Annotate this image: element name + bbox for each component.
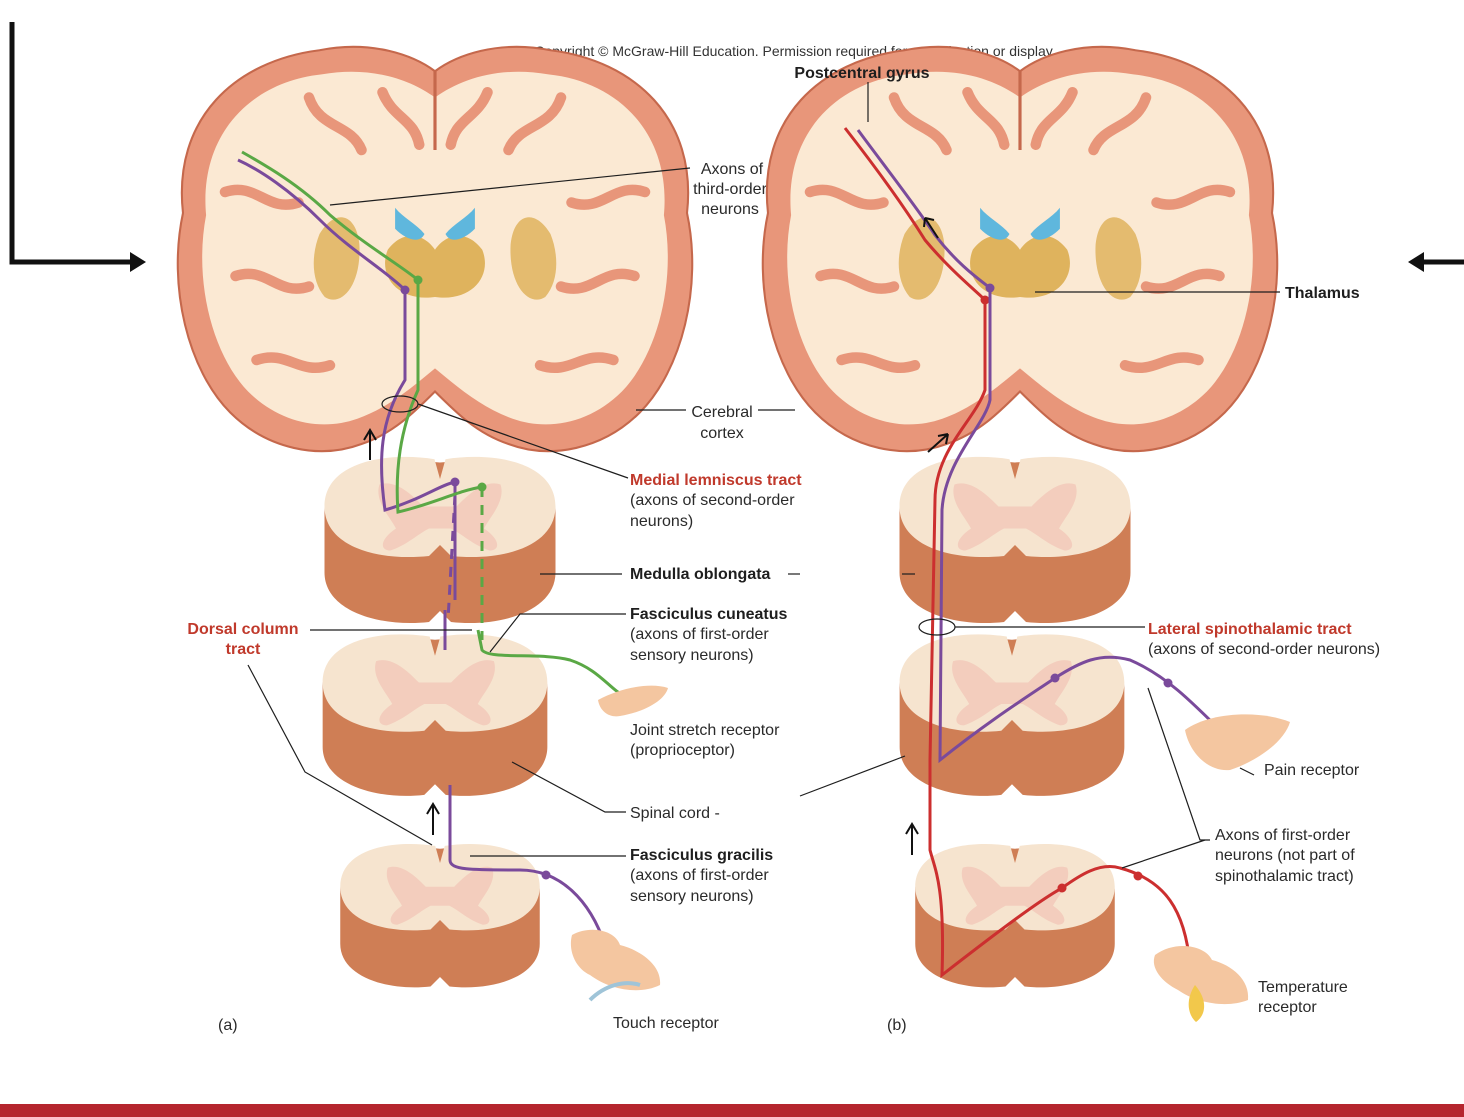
- label-joint-stretch: Joint stretch receptor: [630, 722, 780, 739]
- spinal-cord-section-a: [322, 634, 548, 796]
- up-arrow-icon: [905, 822, 919, 855]
- svg-text:(axons of second-order neurons: (axons of second-order neurons): [1148, 641, 1380, 658]
- svg-text:cortex: cortex: [700, 425, 744, 442]
- left-bracket-arrow: [9, 22, 140, 265]
- label-lateral-spinothalamic: Lateral spinothalamic tract: [1148, 621, 1352, 638]
- footer-bar: [0, 1104, 1464, 1117]
- flame-icon: [1188, 985, 1205, 1022]
- label-postcentral-gyrus: Postcentral gyrus: [794, 65, 929, 82]
- svg-text:neurons: neurons: [701, 201, 759, 218]
- svg-text:receptor: receptor: [1258, 999, 1317, 1016]
- svg-text:third-order: third-order: [693, 181, 767, 198]
- svg-text:(axons of first-order: (axons of first-order: [630, 867, 769, 884]
- medulla-section-a: [324, 456, 556, 624]
- foot-icon: [1153, 945, 1249, 1005]
- foot-icon: [570, 929, 661, 991]
- label-medulla-oblongata: Medulla oblongata: [630, 566, 771, 583]
- purple-neuron-path-upper: [237, 158, 457, 600]
- left-arrowhead-icon: [130, 252, 146, 272]
- label-cerebral-cortex: Cerebral: [691, 404, 752, 421]
- lower-spinal-section-b: [915, 843, 1115, 988]
- panel-b: Postcentral gyrus Thalamus Lateral spino…: [763, 47, 1380, 1034]
- right-arrowhead-icon: [1408, 252, 1424, 272]
- label-pain-receptor: Pain receptor: [1264, 762, 1360, 779]
- label-temperature-receptor: Temperature: [1258, 979, 1348, 996]
- svg-text:tract: tract: [226, 641, 261, 658]
- svg-text:(axons of first-order: (axons of first-order: [630, 626, 769, 643]
- hand-icon: [1185, 714, 1290, 771]
- lower-spinal-section-a: [340, 843, 540, 988]
- up-arrow-icon: [363, 428, 377, 460]
- brain-section-b: [763, 47, 1277, 451]
- panel-a: Axons of third-order neurons Cerebral co…: [178, 47, 802, 1034]
- label-medial-lemniscus: Medial lemniscus tract: [630, 472, 802, 489]
- red-neuron-path: [843, 127, 1192, 979]
- up-arrow-icon: [927, 433, 949, 453]
- svg-text:sensory neurons): sensory neurons): [630, 647, 754, 664]
- panel-b-label: (b): [887, 1017, 907, 1034]
- up-arrow-icon: [426, 802, 440, 835]
- hand-icon: [598, 685, 668, 717]
- svg-text:sensory neurons): sensory neurons): [630, 888, 754, 905]
- svg-text:spinothalamic tract): spinothalamic tract): [1215, 868, 1354, 885]
- label-spinal-cord: Spinal cord -: [630, 805, 720, 822]
- label-fasciculus-cuneatus: Fasciculus cuneatus: [630, 606, 787, 623]
- label-axons-third: Axons of: [701, 161, 764, 178]
- label-fasciculus-gracilis: Fasciculus gracilis: [630, 847, 773, 864]
- svg-text:neurons (not part of: neurons (not part of: [1215, 847, 1355, 864]
- panel-a-label: (a): [218, 1017, 238, 1034]
- label-axons-first-order: Axons of first-order: [1215, 827, 1351, 844]
- green-neuron-path-upper: [241, 150, 483, 514]
- svg-text:(axons of second-order: (axons of second-order: [630, 492, 795, 509]
- label-dorsal-column: Dorsal column: [187, 621, 298, 638]
- green-neuron-path-lower: [476, 629, 626, 698]
- feather-icon: [588, 981, 641, 1002]
- brain-section-a: [178, 47, 692, 451]
- svg-text:(proprioceptor): (proprioceptor): [630, 742, 735, 759]
- up-arrow-icon: [923, 217, 939, 239]
- svg-text:neurons): neurons): [630, 513, 693, 530]
- label-touch-receptor: Touch receptor: [613, 1015, 720, 1032]
- label-thalamus: Thalamus: [1285, 285, 1360, 302]
